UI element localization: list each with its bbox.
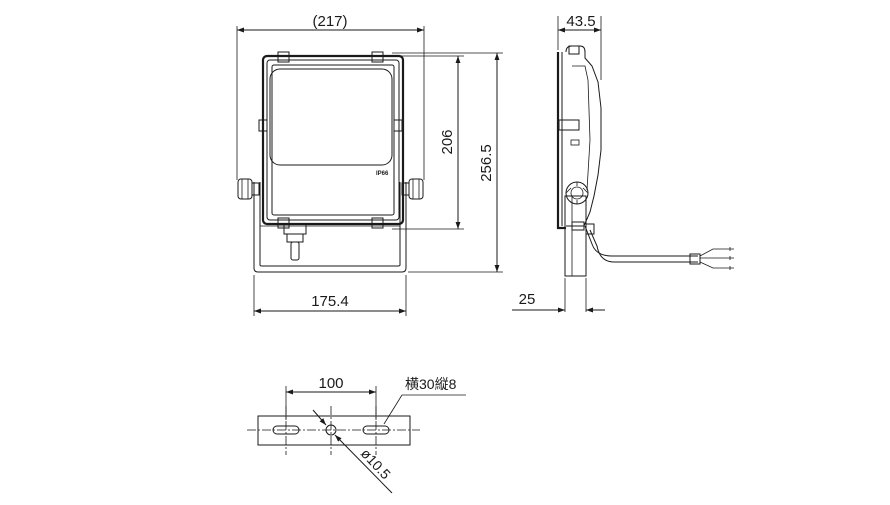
dim-overall-height: 256.5 [478,144,495,182]
slot-leader [383,394,403,425]
side-knobs [237,178,424,200]
lens-panel [269,68,393,166]
front-view: IP66 (217) 206 256.5 175.4 [236,13,503,316]
dim-hole-pitch: 100 [318,375,343,392]
dim-frame-height: 206 [439,129,456,154]
bracket [253,182,407,273]
diameter-leader-start [312,409,327,426]
dim-slot-size: 横30縦8 [405,376,457,392]
ip-rating-label: IP66 [376,171,389,177]
dim-bracket-width: 175.4 [311,293,349,310]
fixture-housing [261,54,405,226]
cable [584,225,698,257]
bracket-plate [257,415,411,446]
dim-depth: 43.5 [566,13,595,30]
corner-clips [258,51,403,229]
cable-gland [283,223,307,261]
mounting-slot-left [272,425,300,435]
dim-bracket-depth: 25 [519,291,536,308]
side-bracket [564,195,587,277]
bracket-plate-detail: 100 横30縦8 ø10.5 [247,375,466,494]
center-hole [325,424,337,436]
dim-overall-width: (217) [312,13,347,30]
diameter-leader [334,434,393,494]
cable-wires [699,248,734,269]
mounting-slot-right [362,425,390,435]
side-view: 43.5 25 [512,13,734,313]
